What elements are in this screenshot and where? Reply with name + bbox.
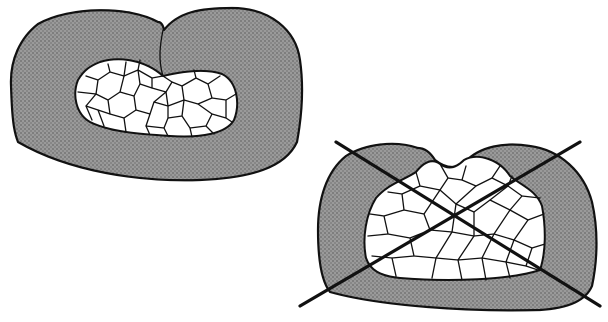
specimen-incorrect xyxy=(300,142,600,310)
specimen-correct xyxy=(11,8,302,180)
